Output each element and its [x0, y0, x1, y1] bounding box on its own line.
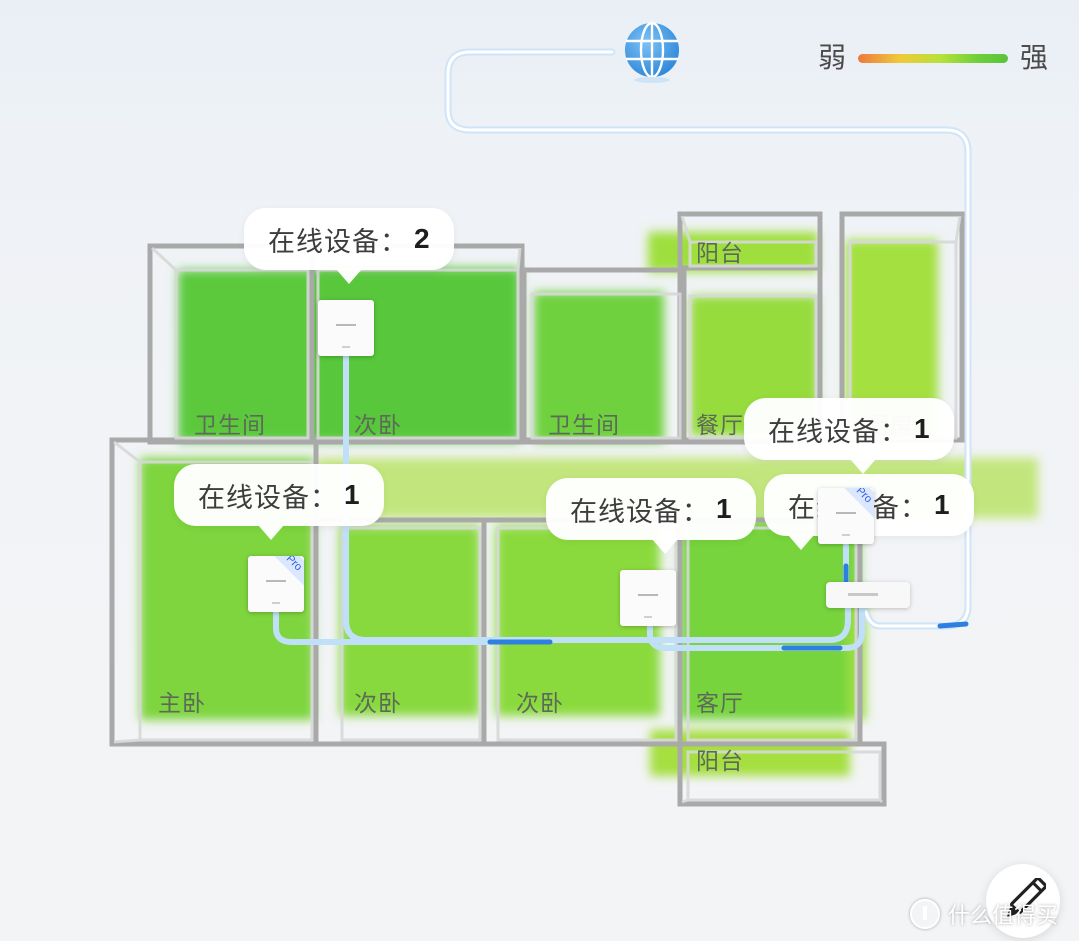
online-devices-tooltip[interactable]: 在线设备：2 [244, 208, 454, 284]
tooltip-count: 1 [716, 493, 732, 524]
legend-gradient-bar [858, 53, 1009, 63]
pencil-icon [1006, 878, 1046, 918]
pro-badge: Pro [839, 488, 874, 520]
tooltip-label: 在线设备： [768, 416, 908, 448]
pro-badge: Pro [269, 556, 304, 588]
wall-bevels [113, 215, 962, 804]
room-label-second-bedroom-1: 次卧 [354, 413, 402, 439]
tooltip-label: 在线设备： [570, 496, 710, 528]
online-devices-tooltip[interactable]: 在线设备：1 [546, 478, 756, 554]
room-label-bathroom-1: 卫生间 [194, 413, 266, 439]
internet-node[interactable] [620, 20, 684, 84]
ethernet-cables [273, 48, 972, 651]
room-label-second-bedroom-3: 次卧 [516, 691, 564, 717]
watermark-text: 什么值得买 [948, 904, 1059, 929]
tooltip-label: 在线设备： [268, 226, 408, 258]
tooltip-count: 1 [344, 479, 360, 510]
room-label-master-bedroom: 主卧 [158, 691, 206, 717]
tooltip-label: 在线设备： [198, 482, 338, 514]
tooltip-count: 1 [934, 489, 950, 520]
watermark-logo-icon [910, 899, 940, 929]
edit-layout-button[interactable] [986, 864, 1060, 938]
mesh-node-living-room[interactable]: Pro [818, 488, 874, 544]
signal-legend: 弱 强 [818, 38, 1048, 78]
mesh-node-master-bedroom[interactable]: Pro [248, 556, 304, 612]
room-label-bathroom-2: 卫生间 [548, 413, 620, 439]
room-label-dining-room: 餐厅 [696, 413, 744, 439]
online-devices-tooltip[interactable]: 在线设备：1 [744, 398, 954, 474]
tooltip-count: 1 [914, 413, 930, 444]
mesh-node-second-bedroom-3[interactable] [620, 570, 676, 626]
room-label-second-bedroom-2: 次卧 [354, 691, 402, 717]
walls [109, 211, 965, 807]
tooltip-count: 2 [414, 223, 430, 254]
globe-icon [625, 21, 679, 83]
room-label-living-room: 客厅 [696, 691, 744, 717]
legend-weak-label: 弱 [818, 41, 847, 74]
watermark: 什么值得买 [910, 896, 1058, 932]
room-label-balcony-top: 阳台 [696, 241, 744, 267]
online-devices-tooltip[interactable]: 在线设备：1 [174, 464, 384, 540]
legend-strong-label: 强 [1020, 41, 1049, 74]
router-icon[interactable] [826, 582, 910, 608]
mesh-node-second-bedroom[interactable] [318, 300, 374, 356]
room-label-balcony-bottom: 阳台 [696, 749, 744, 775]
